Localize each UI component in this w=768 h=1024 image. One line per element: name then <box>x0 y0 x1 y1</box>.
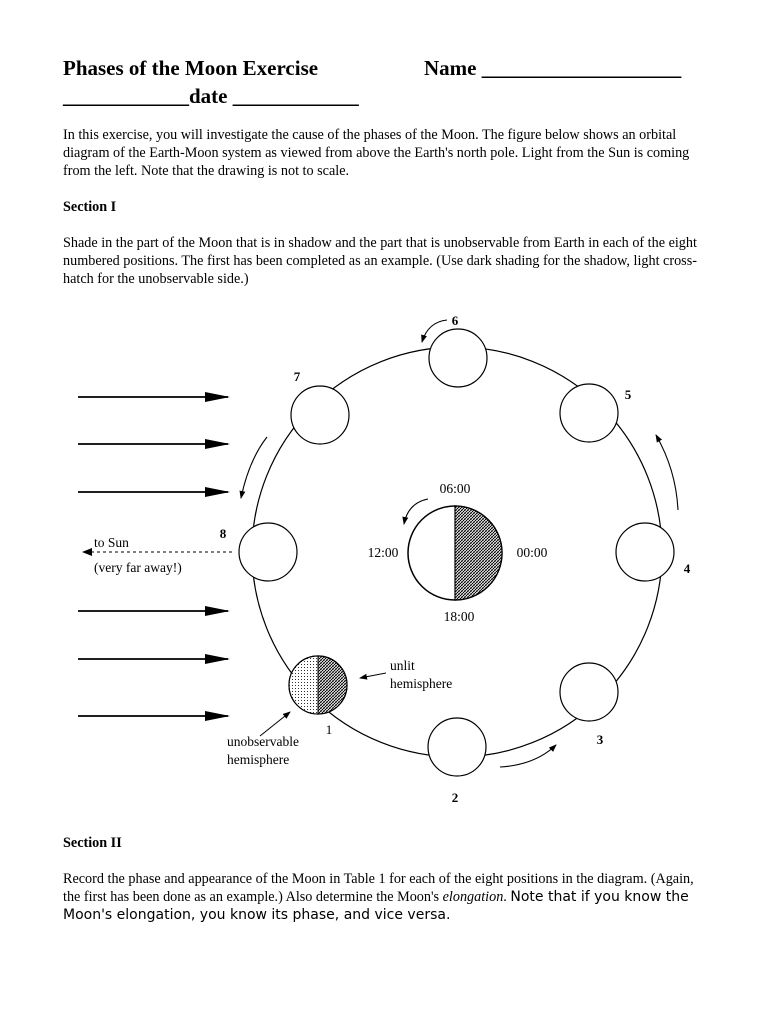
label-position-7: 7 <box>294 369 301 384</box>
unobservable-label-line-1: unobservable <box>227 734 299 749</box>
time-label-1800: 18:00 <box>444 609 475 624</box>
elongation-term: elongation <box>443 889 504 905</box>
unlit-label-line-1: unlit <box>390 658 415 673</box>
label-position-1: 1 <box>326 722 333 737</box>
to-sun-label: to Sun <box>94 535 129 550</box>
moon-position-3 <box>560 663 618 721</box>
label-position-3: 3 <box>597 732 604 747</box>
label-position-4: 4 <box>684 561 691 576</box>
unobservable-label-line-2: hemisphere <box>227 752 289 767</box>
time-label-0000: 00:00 <box>517 545 548 560</box>
moon-position-4 <box>616 523 674 581</box>
moon-position-2 <box>428 718 486 776</box>
earth <box>408 506 502 600</box>
very-far-away-note: (very far away!) <box>94 560 182 575</box>
label-position-2: 2 <box>452 790 459 805</box>
moon-position-6 <box>429 329 487 387</box>
label-position-5: 5 <box>625 387 632 402</box>
label-position-8: 8 <box>220 526 227 541</box>
moon-position-1 <box>289 656 347 714</box>
time-label-0600: 06:00 <box>440 481 471 496</box>
moon-position-8 <box>239 523 297 581</box>
moon-position-5 <box>560 384 618 442</box>
time-label-1200: 12:00 <box>368 545 399 560</box>
section-2-heading: Section II <box>63 835 122 852</box>
unlit-label-line-2: hemisphere <box>390 676 452 691</box>
section-2-text: Record the phase and appearance of the M… <box>63 870 703 924</box>
sunlight-arrows <box>78 392 230 721</box>
moon-position-7 <box>291 386 349 444</box>
label-position-6: 6 <box>452 313 459 328</box>
